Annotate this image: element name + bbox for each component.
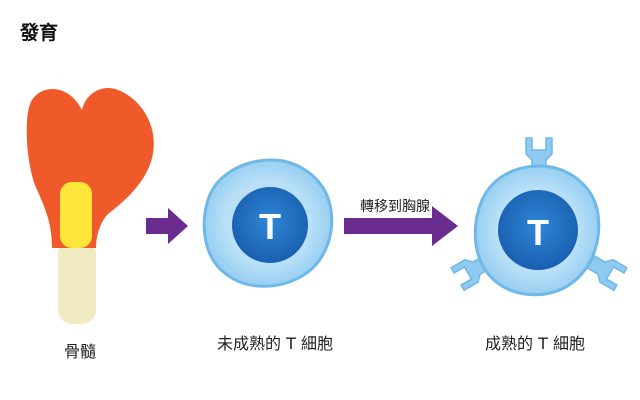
immature-cell-letter: T: [259, 206, 281, 247]
mature-cell-nucleus: [498, 190, 578, 270]
bone-head: [26, 88, 154, 248]
mature-t-cell-label: 成熟的 T 細胞: [485, 334, 585, 353]
bone-marrow-core: [60, 182, 92, 248]
mature-cell-letter: T: [527, 212, 549, 253]
bone-shaft: [58, 240, 96, 324]
receptor-icon: [586, 254, 628, 292]
migration-label: 轉移到胸腺: [360, 199, 430, 215]
t-cell-icon: T: [202, 158, 334, 288]
arrow-icon: [146, 208, 188, 244]
immature-cell-nucleus: [232, 187, 308, 263]
t-cell-icon: T: [450, 137, 628, 297]
bone-marrow-icon: [26, 88, 154, 324]
bone-marrow-label: 骨髓: [63, 342, 96, 361]
receptor-icon: [525, 137, 553, 173]
arrow-icon: [344, 206, 458, 246]
page-title: 發育: [20, 22, 59, 44]
immature-t-cell-label: 未成熟的 T 細胞: [217, 334, 333, 353]
